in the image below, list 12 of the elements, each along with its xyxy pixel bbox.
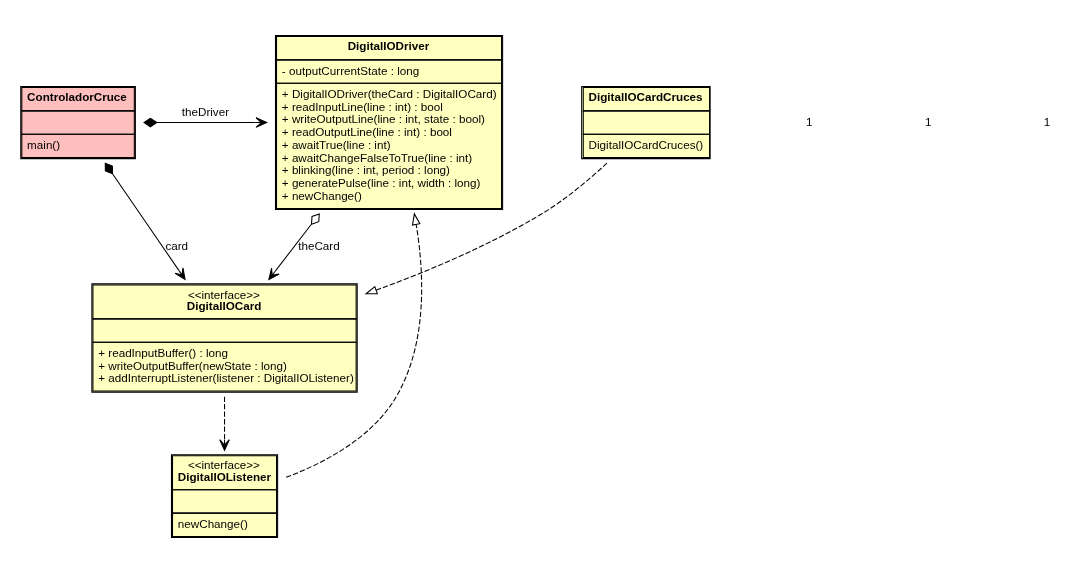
edge-label: card — [165, 238, 189, 252]
edge-label: theCard — [298, 238, 340, 252]
edge-label: theDriver — [181, 104, 230, 118]
label: 1 — [924, 113, 932, 127]
label: 1 — [806, 113, 813, 127]
arrow — [285, 211, 423, 478]
arrow — [104, 161, 186, 280]
label: 1 — [1043, 113, 1051, 127]
arrow — [364, 162, 608, 294]
arrow — [219, 395, 230, 451]
arrow — [143, 116, 268, 128]
arrow — [268, 212, 320, 280]
